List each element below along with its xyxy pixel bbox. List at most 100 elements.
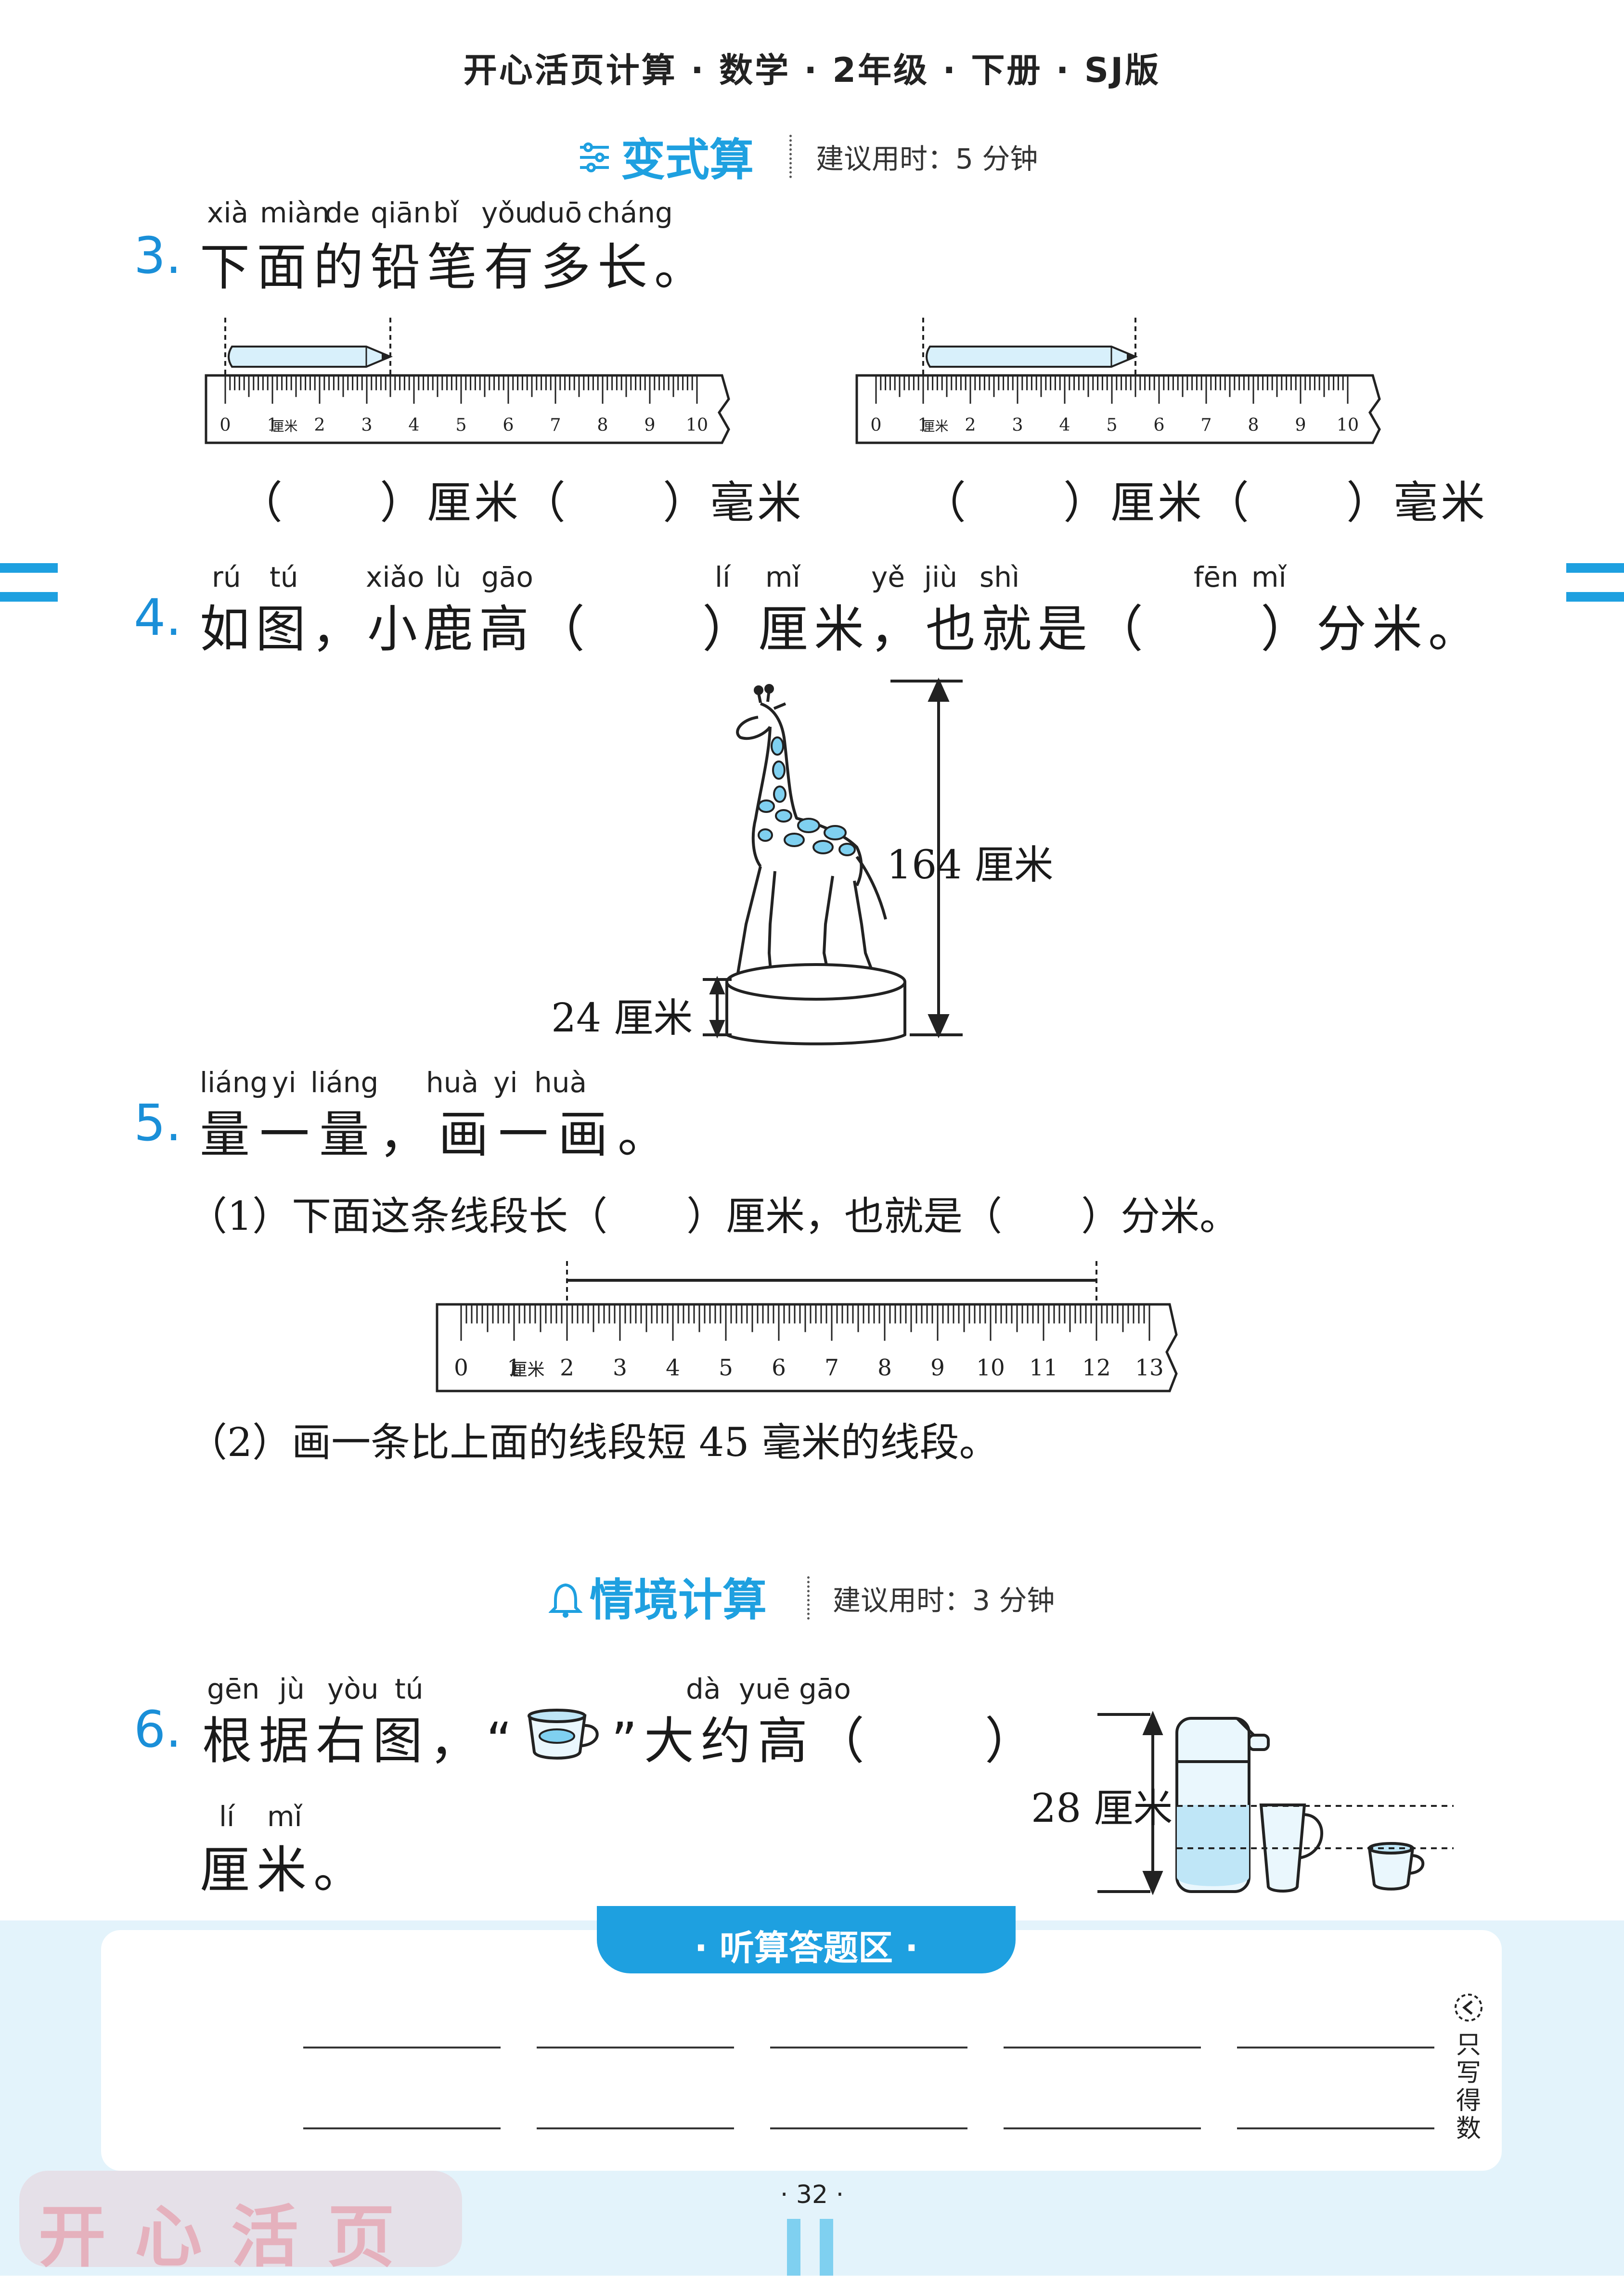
pinyin: bǐ: [433, 196, 459, 229]
ruler-tick-label: 6: [772, 1355, 786, 1381]
ruler-tick-label: 0: [219, 414, 231, 435]
cup-icon: [525, 1706, 606, 1764]
pinyin: mǐ: [1251, 561, 1287, 593]
ruler-tick-label: 1: [267, 414, 278, 435]
ruler-tick-label: 2: [965, 414, 976, 435]
filter-icon: [578, 141, 611, 174]
answer-line[interactable]: [770, 2127, 967, 2129]
arrow-left-icon: [1454, 1993, 1483, 2022]
pinyin: yě: [871, 561, 905, 593]
pinyin-line: gēn jù yòu tú dà yuē gāo: [207, 1673, 881, 1706]
pinyin: duō: [529, 196, 582, 229]
pinyin: de: [325, 196, 360, 229]
side-mark-left: [0, 592, 58, 602]
ruler-tick-label: 7: [550, 414, 561, 435]
ruler-tick-label: 10: [976, 1355, 1005, 1381]
question-number-6: 6.: [134, 1700, 182, 1759]
ruler-tick-label: 4: [408, 414, 419, 435]
answer-blank-3-right: （ ）厘米（ ）毫米: [922, 477, 1488, 528]
pinyin: lù: [436, 561, 461, 593]
answer-area-note: 只写得数: [1456, 2031, 1482, 2143]
pinyin: lí: [715, 561, 731, 593]
pinyin: lí: [219, 1800, 235, 1833]
book-header: 开心活页计算 · 数学 · 2年级 · 下册 · SJ版: [463, 51, 1161, 90]
section-title-variant: 变式算: [621, 134, 754, 186]
pinyin: dà: [686, 1673, 721, 1705]
ruler-tick-label: 5: [719, 1355, 733, 1381]
ruler-tick-label: 5: [455, 414, 466, 435]
pinyin: rú: [212, 561, 241, 593]
ruler-tick-label: 7: [825, 1355, 839, 1381]
brand-logo-text: 开心活页: [39, 2198, 424, 2277]
page-number: · 32 ·: [780, 2180, 844, 2209]
ruler-tick-label: 11: [1029, 1355, 1058, 1381]
pinyin: huà: [426, 1066, 479, 1099]
pinyin: liáng: [310, 1066, 379, 1099]
answer-line[interactable]: [1237, 2047, 1434, 2048]
question-5-part2: （2）画一条比上面的线段短 45 毫米的线段。: [188, 1420, 999, 1466]
ruler-tick-label: 7: [1200, 414, 1212, 435]
pinyin-line: lí mǐ: [219, 1800, 363, 1834]
answer-line[interactable]: [1237, 2127, 1434, 2129]
answer-line[interactable]: [303, 2127, 501, 2129]
ruler-unit-label: 厘米: [510, 1360, 544, 1380]
answer-line[interactable]: [1004, 2047, 1201, 2048]
ruler-unit-label: 厘米: [921, 418, 948, 434]
answer-area-tab: [597, 1906, 1016, 1973]
bell-icon: [548, 1581, 583, 1620]
ruler-tick-label: 2: [560, 1355, 574, 1381]
pinyin: cháng: [587, 196, 673, 229]
ruler-tick-label: 12: [1082, 1355, 1111, 1381]
ruler-tick-label: 9: [644, 414, 655, 435]
ruler-tick-label: 10: [686, 414, 708, 435]
side-mark-left: [0, 563, 58, 573]
ruler-tick-label: 8: [597, 414, 608, 435]
ruler-tick-label: 2: [314, 414, 325, 435]
section-divider: [807, 1576, 810, 1620]
answer-line[interactable]: [537, 2127, 734, 2129]
question-text-6a: 根据右图，“: [202, 1712, 519, 1770]
answer-line[interactable]: [303, 2047, 501, 2048]
question-text-6b: ”大约高（ ）: [611, 1712, 1042, 1770]
section-time-scenario: 建议用时：3 分钟: [833, 1584, 1055, 1617]
pinyin: mǐ: [267, 1800, 302, 1833]
pinyin: tú: [270, 561, 298, 593]
pinyin: mǐ: [765, 561, 800, 593]
ruler-tick-label: 9: [930, 1355, 945, 1381]
giraffe-figure: [725, 684, 906, 1045]
height-label-bottle: 28 厘米: [1031, 1786, 1173, 1831]
pinyin: yi: [493, 1066, 518, 1099]
pinyin: yi: [272, 1066, 296, 1099]
answer-line[interactable]: [1004, 2127, 1201, 2129]
pinyin: yǒu: [481, 196, 533, 229]
bottle-cups-figure: [1097, 1711, 1454, 1895]
pinyin: gāo: [481, 561, 533, 593]
pinyin: gēn: [207, 1673, 260, 1705]
side-mark-right: [1566, 563, 1624, 573]
question-5-part1: （1）下面这条线段长（ ）厘米，也就是（ ）分米。: [188, 1194, 1239, 1239]
question-text-5: 量一量，画一画。: [200, 1105, 678, 1164]
page-bar: [787, 2219, 800, 2276]
answer-line[interactable]: [537, 2047, 734, 2048]
ruler-tick-label: 4: [1059, 414, 1070, 435]
ruler-tick-label: 6: [1153, 414, 1164, 435]
pinyin: jù: [279, 1673, 305, 1705]
answer-area-title: · 听算答题区 ·: [694, 1928, 918, 1968]
answer-line[interactable]: [770, 2047, 967, 2048]
pencil: [228, 346, 393, 368]
pinyin: xià: [207, 196, 248, 229]
pinyin: shì: [980, 561, 1020, 593]
ruler-tick-label: 0: [454, 1355, 468, 1381]
ruler-body: [855, 374, 1381, 444]
pinyin: tú: [395, 1673, 424, 1705]
pinyin: fēn: [1194, 561, 1238, 593]
ruler-tick-label: 3: [361, 414, 372, 435]
question-number-4: 4.: [134, 588, 182, 647]
ruler-tick-label: 6: [503, 414, 514, 435]
side-mark-right: [1566, 592, 1624, 602]
pinyin: miàn: [260, 196, 330, 229]
pinyin: jiù: [924, 561, 957, 593]
ruler-tick-label: 0: [870, 414, 881, 435]
ruler-tick-label: 4: [666, 1355, 680, 1381]
